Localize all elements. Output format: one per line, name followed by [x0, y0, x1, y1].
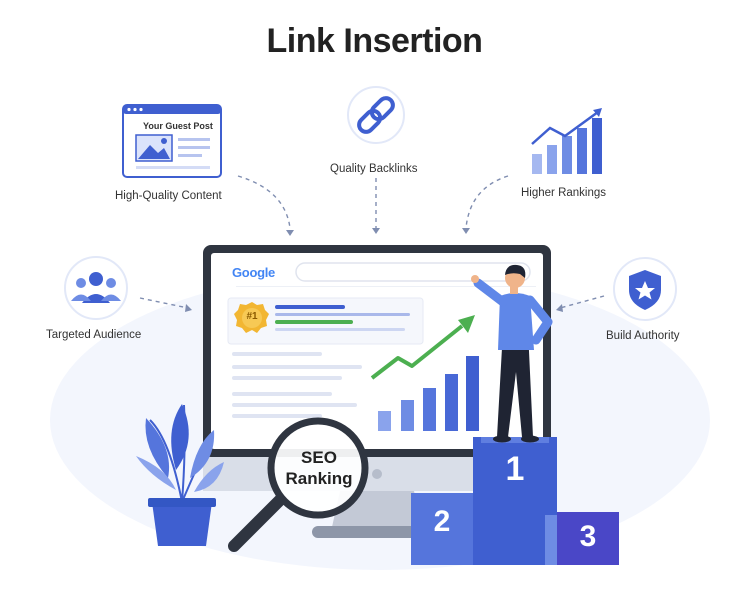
magnifying-glass	[228, 417, 369, 552]
growth-arrow-line	[370, 324, 464, 380]
label-quality-backlinks: Quality Backlinks	[330, 163, 418, 175]
label-targeted-audience: Targeted Audience	[46, 329, 142, 341]
magnifier-line-1: SEO	[301, 448, 337, 467]
link-icon	[347, 86, 405, 144]
top-result-card	[227, 297, 424, 345]
label-high-quality-content: High-Quality Content	[115, 190, 222, 202]
rank-badge: #1	[246, 311, 258, 322]
magnifier-label: SEO Ranking	[270, 447, 368, 489]
podium-third-number: 3	[579, 520, 597, 553]
guest-post-card-title: Your Guest Post	[143, 121, 213, 131]
audience-icon	[64, 256, 128, 320]
growth-arrow-head	[458, 315, 475, 333]
shield-icon	[613, 257, 677, 321]
plant	[136, 404, 224, 546]
podium	[411, 437, 619, 565]
person	[471, 264, 553, 443]
rankings-chart-icon	[531, 108, 602, 174]
podium-first-number: 1	[505, 450, 525, 488]
guest-post-card-icon	[122, 104, 222, 178]
connector-arrows	[139, 175, 605, 309]
label-higher-rankings: Higher Rankings	[521, 187, 607, 199]
label-build-authority: Build Authority	[606, 330, 680, 342]
search-bar	[295, 262, 531, 282]
search-logo: Google	[232, 265, 275, 280]
podium-second-number: 2	[433, 505, 451, 538]
page-title: Link Insertion	[266, 22, 483, 60]
magnifier-line-2: Ranking	[285, 469, 353, 488]
growth-bars	[378, 356, 479, 431]
search-result-lines	[232, 352, 362, 418]
